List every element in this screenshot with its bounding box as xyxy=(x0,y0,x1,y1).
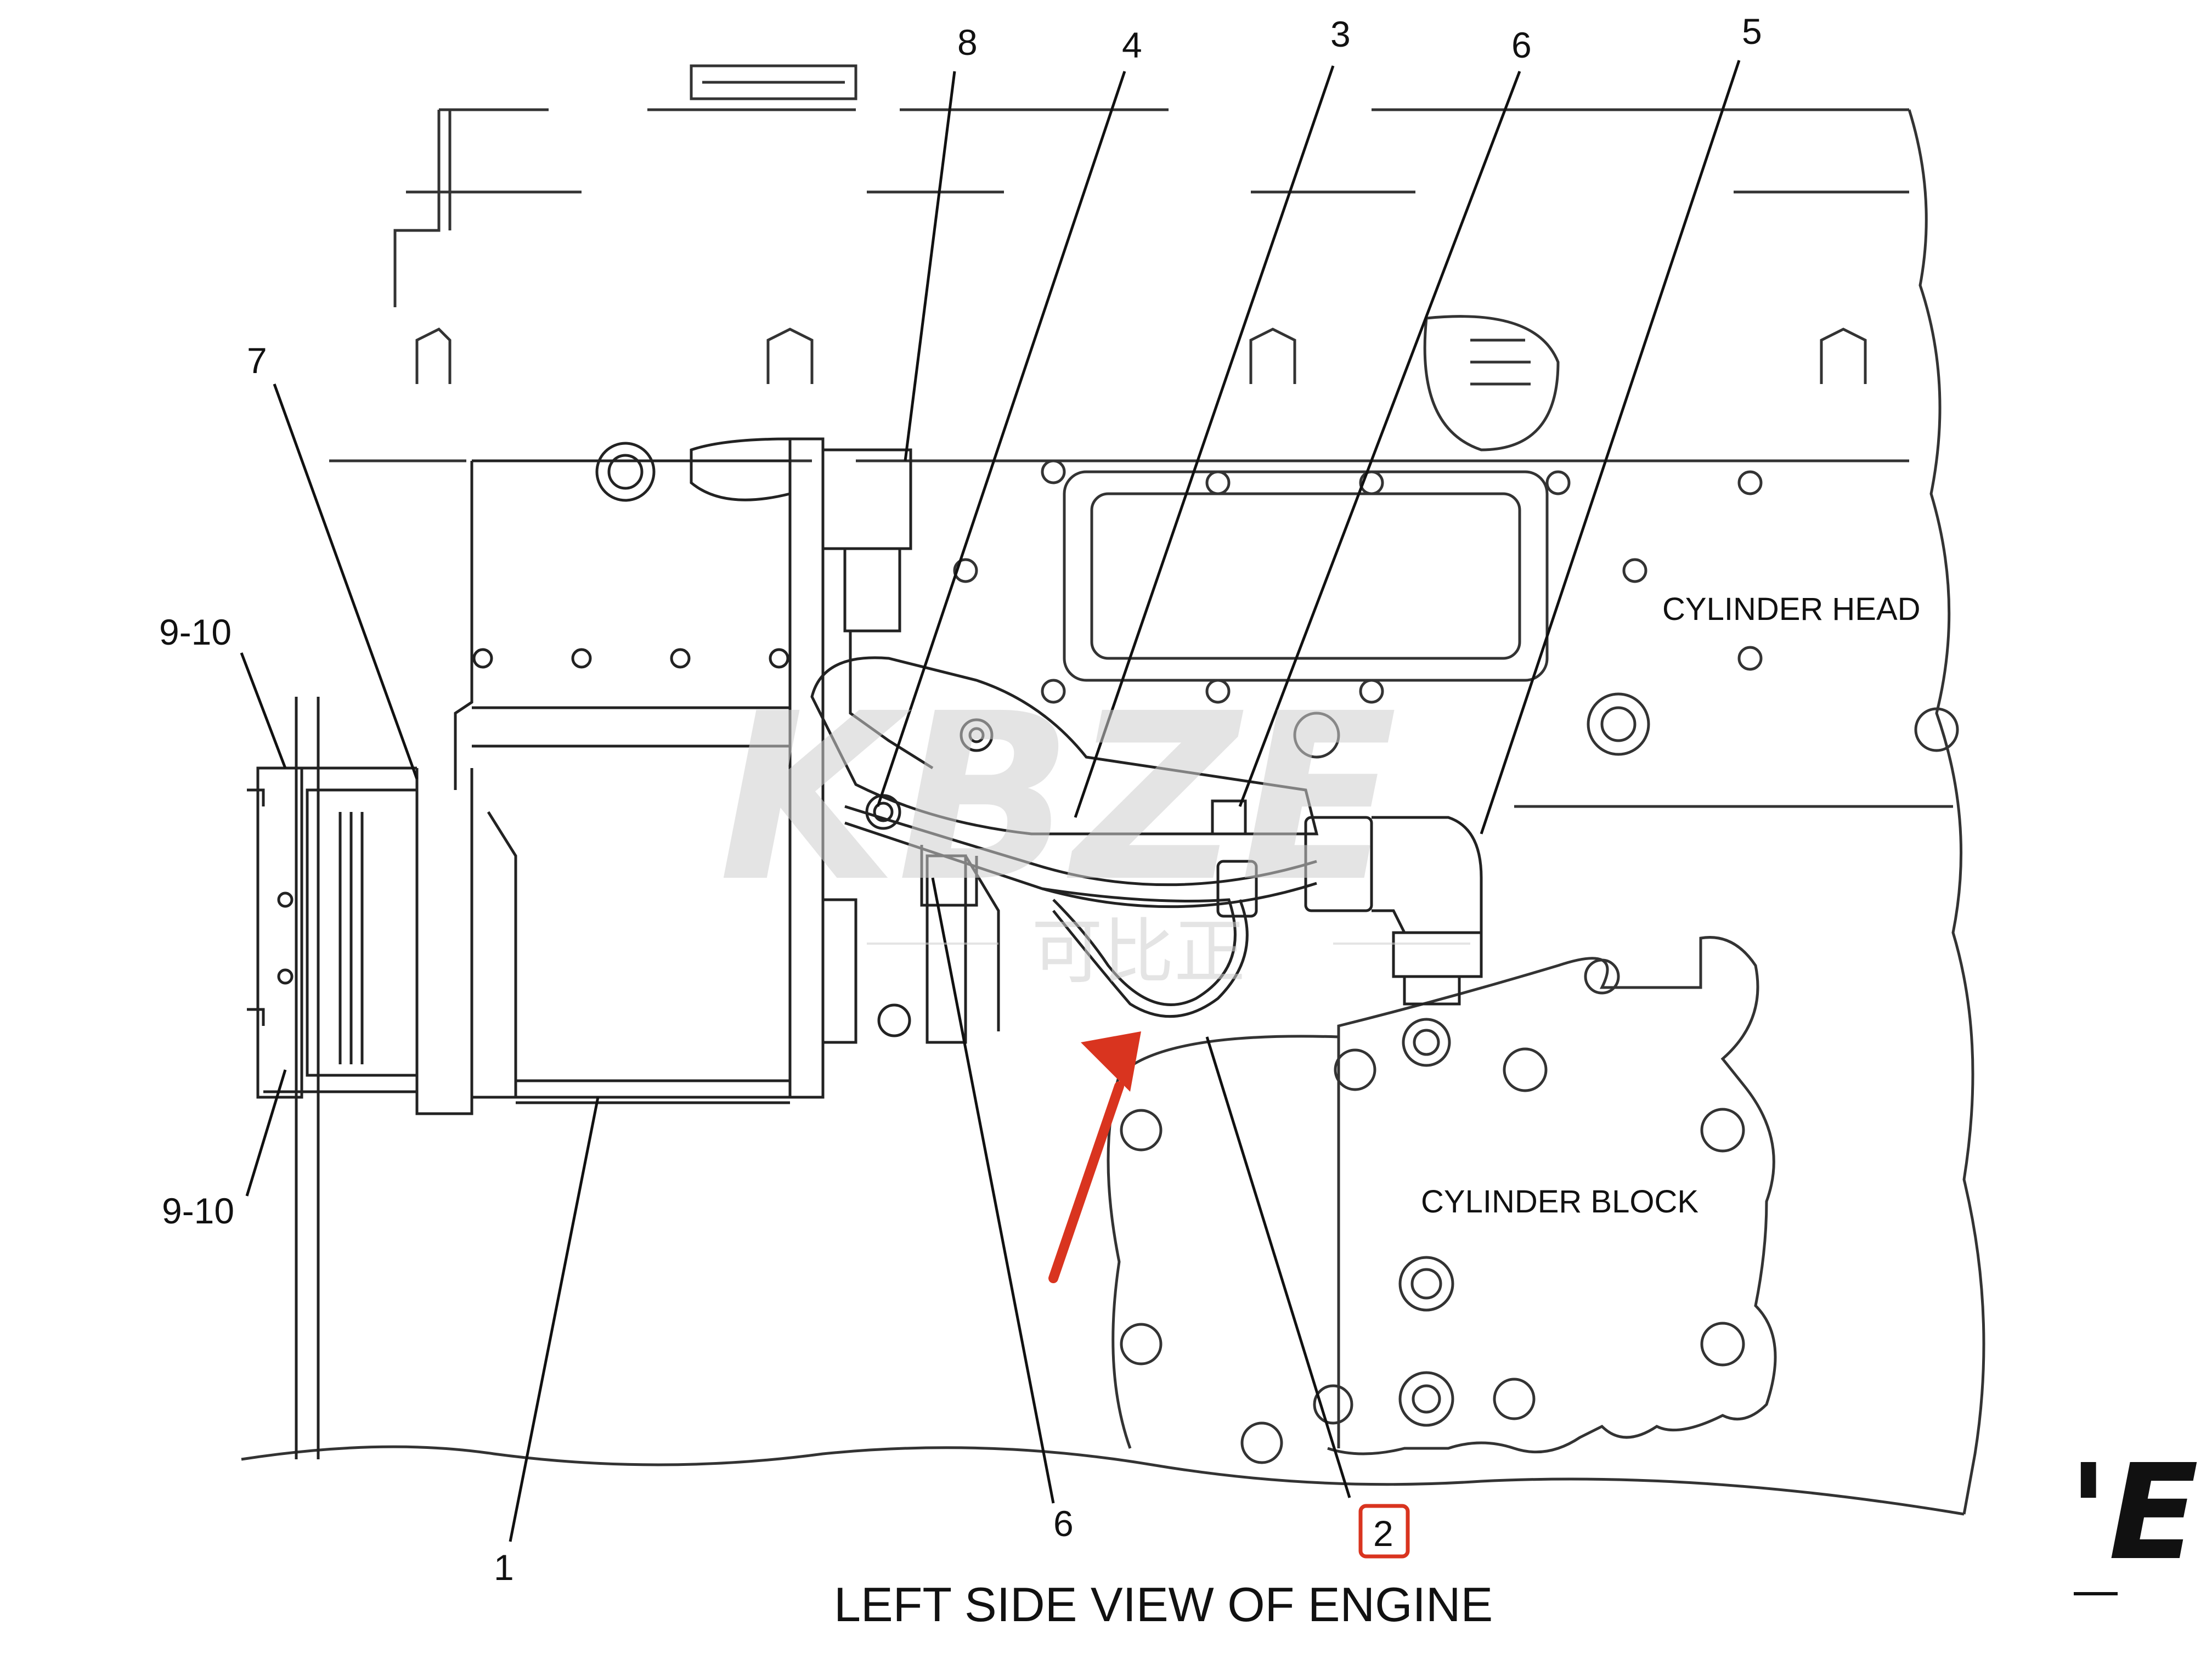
callout-4: 4 xyxy=(1122,25,1142,65)
callout-numbers: 8 4 3 6 5 7 9-10 9-10 1 6 2 xyxy=(159,11,1762,1588)
diagram-caption: LEFT SIDE VIEW OF ENGINE xyxy=(834,1577,1493,1632)
callout-2: 2 xyxy=(1373,1513,1393,1554)
callout-5: 5 xyxy=(1742,11,1762,52)
corner-logo-mark: 'E xyxy=(2068,1436,2198,1589)
leader-7 xyxy=(273,383,419,780)
corner-logo: 'E xyxy=(2068,1436,2198,1595)
cylinder-block-label: CYLINDER BLOCK xyxy=(1421,1184,1699,1220)
watermark-subtext: 可比正 xyxy=(1031,910,1245,994)
callout-7: 7 xyxy=(247,340,267,381)
arrowhead-icon xyxy=(1081,1031,1141,1092)
highlight-arrow xyxy=(1048,1031,1141,1283)
leader-5 xyxy=(1480,60,1741,834)
callout-6-top: 6 xyxy=(1511,25,1532,65)
leader-6-bottom xyxy=(931,877,1055,1504)
engine-outline xyxy=(241,64,1985,1516)
callout-9-10-bottom: 9-10 xyxy=(162,1190,234,1231)
watermark-brand: KBZE xyxy=(719,664,1397,933)
leader-9-10-bottom xyxy=(245,1069,287,1197)
leader-3 xyxy=(1074,65,1335,818)
leader-2 xyxy=(1205,1036,1351,1498)
leader-6-top xyxy=(1238,71,1521,807)
callout-3: 3 xyxy=(1330,14,1351,54)
leader-8 xyxy=(904,71,956,461)
leader-9-10-top xyxy=(240,652,287,769)
callout-1: 1 xyxy=(494,1547,514,1588)
watermark: KBZE 可比正 xyxy=(719,664,1470,994)
callout-leaders xyxy=(240,60,1741,1542)
callout-8: 8 xyxy=(957,22,978,63)
leader-1 xyxy=(509,1097,600,1542)
leader-4 xyxy=(876,71,1126,807)
cylinder-head-label: CYLINDER HEAD xyxy=(1662,591,1921,627)
callout-9-10-top: 9-10 xyxy=(159,612,232,652)
fuel-line xyxy=(810,656,1483,1018)
callout-2-highlight-box xyxy=(1358,1504,1410,1559)
fuel-pump-housing xyxy=(247,437,1000,1459)
callout-6-bottom: 6 xyxy=(1053,1503,1074,1544)
